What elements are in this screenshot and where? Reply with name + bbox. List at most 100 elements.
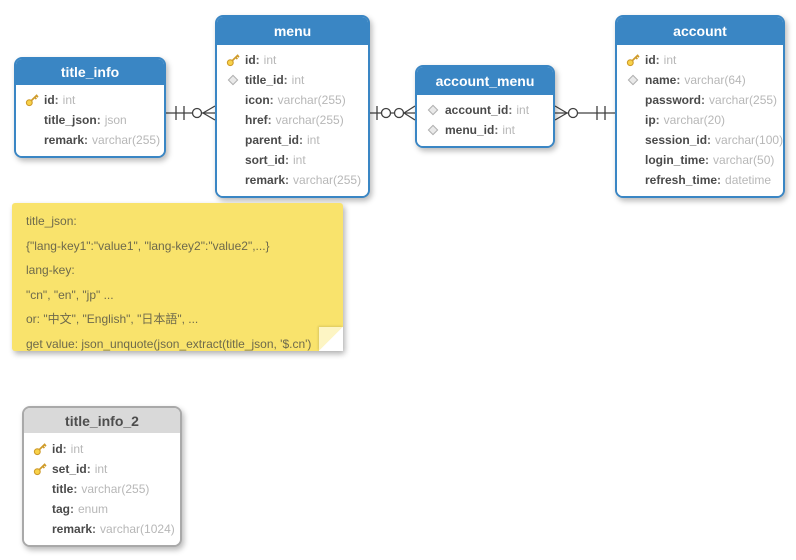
field-name: title_id: [245, 73, 292, 87]
field-name: tag: [52, 502, 78, 516]
field-row[interactable]: title varchar(255): [24, 479, 180, 499]
note-line: {"lang-key1":"value1", "lang-key2":"valu…: [26, 238, 270, 253]
field-row[interactable]: parent_id int: [217, 130, 368, 150]
field-type: int: [293, 153, 306, 167]
field-row[interactable]: id int: [217, 50, 368, 70]
table-title_info[interactable]: title_info id int title_json json remark…: [14, 57, 166, 158]
field-row[interactable]: account_id int: [417, 100, 553, 120]
field-row[interactable]: title_json json: [16, 110, 164, 130]
table-menu-title[interactable]: menu: [217, 17, 368, 45]
table-account_menu-title[interactable]: account_menu: [417, 67, 553, 95]
table-account_menu[interactable]: account_menu account_id int menu_id int: [415, 65, 555, 148]
note-line: or: "中文", "English", "日本語", ...: [26, 312, 199, 326]
field-type: datetime: [725, 173, 772, 187]
field-type: varchar(1024): [100, 522, 175, 536]
field-type: int: [291, 73, 305, 87]
table-title_info-title[interactable]: title_info: [16, 59, 164, 85]
table-account_menu-fields: account_id int menu_id int: [417, 95, 553, 146]
field-type: int: [663, 53, 677, 67]
field-row[interactable]: refresh_time datetime: [617, 170, 783, 190]
table-account-fields: id int name varchar(64) password varchar…: [617, 45, 783, 196]
field-type: json: [104, 113, 127, 127]
field-type: varchar(255): [92, 133, 161, 147]
field-row[interactable]: sort_id int: [217, 150, 368, 170]
field-type: varchar(255): [293, 173, 362, 187]
field-name: id: [44, 93, 63, 107]
field-type: int: [502, 123, 516, 137]
field-name: remark: [44, 133, 92, 147]
table-title_info_2-title[interactable]: title_info_2: [24, 408, 180, 434]
field-name: password: [645, 93, 709, 107]
field-name: refresh_time: [645, 173, 725, 187]
field-name: remark: [245, 173, 293, 187]
field-row[interactable]: remark varchar(1024): [24, 519, 180, 539]
field-type: int: [70, 442, 84, 456]
table-title_info_2[interactable]: title_info_2 id int set_id int title var…: [22, 406, 182, 547]
foreign-key-diamond-icon: [226, 73, 240, 87]
field-row[interactable]: login_time varchar(50): [617, 150, 783, 170]
field-name: ip: [645, 113, 664, 127]
field-row[interactable]: icon varchar(255): [217, 90, 368, 110]
field-row[interactable]: id int: [16, 90, 164, 110]
field-row[interactable]: password varchar(255): [617, 90, 783, 110]
field-row[interactable]: session_id varchar(100): [617, 130, 783, 150]
field-row[interactable]: title_id int: [217, 70, 368, 90]
field-row[interactable]: menu_id int: [417, 120, 553, 140]
field-type: int: [62, 93, 76, 107]
foreign-key-diamond-icon: [626, 73, 640, 87]
field-name: name: [645, 73, 684, 87]
table-title_info-fields: id int title_json json remark varchar(25…: [16, 85, 164, 156]
field-row[interactable]: id int: [24, 439, 180, 459]
field-name: id: [52, 442, 71, 456]
field-name: sort_id: [245, 153, 293, 167]
primary-key-icon: [226, 53, 240, 67]
primary-key-icon: [25, 93, 39, 107]
field-name: href: [245, 113, 276, 127]
field-name: login_time: [645, 153, 713, 167]
table-title_info_2-fields: id int set_id int title varchar(255) tag…: [24, 434, 180, 545]
field-row[interactable]: remark varchar(255): [16, 130, 164, 150]
table-account[interactable]: account id int name varchar(64) password…: [615, 15, 785, 198]
sticky-note[interactable]: title_json: {"lang-key1":"value1", "lang…: [12, 203, 343, 351]
field-type: int: [307, 133, 320, 147]
field-type: varchar(20): [663, 113, 726, 127]
field-row[interactable]: remark varchar(255): [217, 170, 368, 190]
field-type: varchar(255): [277, 93, 346, 107]
note-line: get value: json_unquote(json_extract(tit…: [26, 336, 312, 351]
field-type: int: [94, 462, 108, 476]
foreign-key-diamond-icon: [426, 103, 440, 117]
field-type: varchar(64): [684, 73, 746, 87]
field-type: varchar(255): [709, 93, 778, 107]
note-line: title_json:: [26, 214, 77, 228]
field-row[interactable]: tag enum: [24, 499, 180, 519]
table-menu-fields: id int title_id int icon varchar(255) hr…: [217, 45, 368, 196]
field-row[interactable]: ip varchar(20): [617, 110, 783, 130]
note-line: lang-key:: [26, 263, 75, 277]
field-row[interactable]: name varchar(64): [617, 70, 783, 90]
table-menu[interactable]: menu id int title_id int icon varchar(25…: [215, 15, 370, 198]
field-name: id: [645, 53, 664, 67]
field-type: int: [263, 53, 277, 67]
relationship-menu-account_menu[interactable]: [370, 105, 416, 121]
field-name: icon: [245, 93, 278, 107]
field-type: int: [516, 103, 530, 117]
field-name: session_id: [645, 133, 715, 147]
field-row[interactable]: href varchar(255): [217, 110, 368, 130]
field-type: enum: [78, 502, 109, 516]
note-fold-corner: [319, 327, 343, 351]
field-name: set_id: [52, 462, 95, 476]
field-name: remark: [52, 522, 100, 536]
field-row[interactable]: id int: [617, 50, 783, 70]
relationship-account_menu-account[interactable]: [554, 105, 615, 121]
relationship-title_info-menu[interactable]: [166, 105, 216, 121]
table-account-title[interactable]: account: [617, 17, 783, 45]
field-name: parent_id: [245, 133, 307, 147]
field-name: id: [245, 53, 264, 67]
field-type: varchar(100): [715, 133, 784, 147]
field-row[interactable]: set_id int: [24, 459, 180, 479]
field-name: menu_id: [445, 123, 502, 137]
primary-key-icon: [33, 442, 47, 456]
field-type: varchar(50): [713, 153, 775, 167]
